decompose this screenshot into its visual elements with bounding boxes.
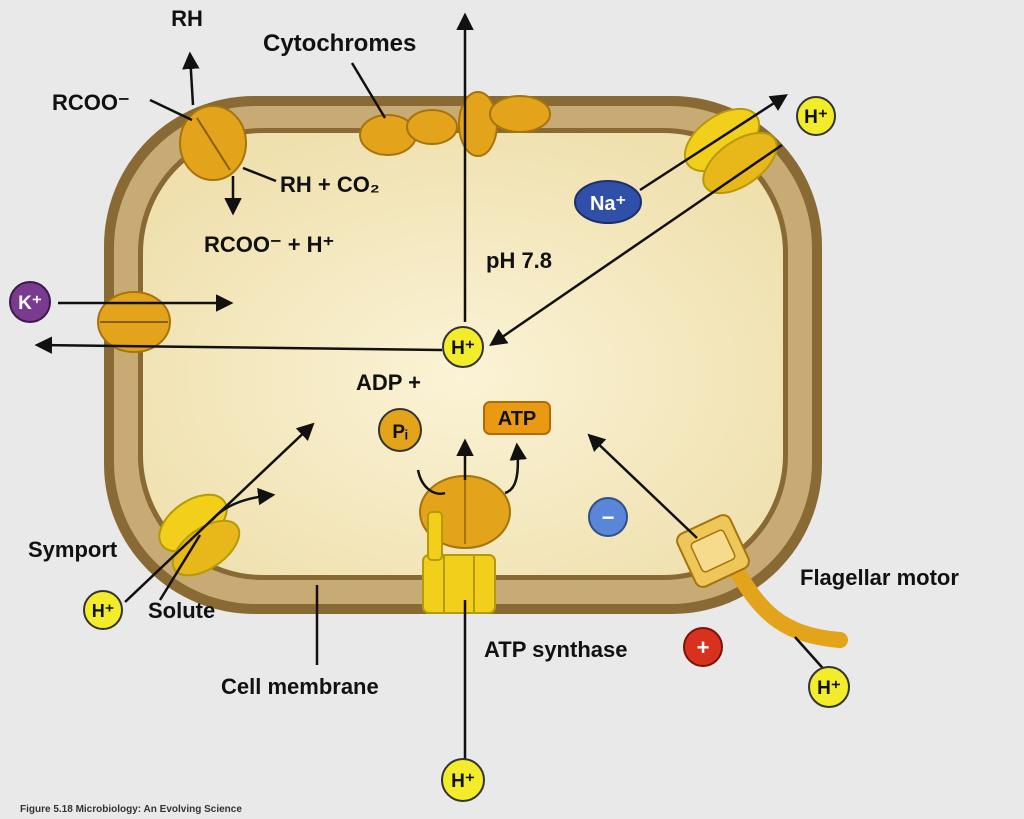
na-ion: Na⁺ (575, 181, 641, 223)
h-ion-bottom: H⁺ (442, 759, 484, 801)
k-ion: K⁺ (10, 282, 50, 322)
rcoo-h-label: RCOO⁻ + H⁺ (204, 232, 334, 257)
h-ion-cytoplasm: H⁺ (443, 327, 483, 367)
figure-caption: Figure 5.18 Microbiology: An Evolving Sc… (20, 804, 242, 815)
svg-text:Pᵢ: Pᵢ (392, 422, 408, 443)
atp-badge: ATP (484, 402, 550, 434)
svg-text:Na⁺: Na⁺ (590, 193, 626, 215)
svg-text:H⁺: H⁺ (451, 771, 475, 792)
svg-text:H⁺: H⁺ (804, 107, 828, 128)
svg-text:H⁺: H⁺ (451, 338, 475, 359)
svg-text:H⁺: H⁺ (92, 601, 115, 621)
rh-label: RH (171, 6, 203, 31)
pi-ion: Pᵢ (379, 409, 421, 451)
rh-co2-label: RH + CO₂ (280, 172, 380, 197)
atp-synthase-label: ATP synthase (484, 637, 627, 662)
ph-label: pH 7.8 (486, 248, 552, 273)
h-ion-symport: H⁺ (84, 591, 122, 629)
cytochromes-label: Cytochromes (263, 30, 416, 57)
svg-text:K⁺: K⁺ (18, 293, 42, 314)
cell-membrane-label: Cell membrane (221, 674, 379, 699)
positive-charge: + (684, 628, 722, 666)
h-ion-top-right: H⁺ (797, 97, 835, 135)
adp-label: ADP + (356, 370, 421, 395)
symport-label: Symport (28, 537, 118, 562)
svg-text:+: + (697, 635, 710, 660)
svg-text:−: − (602, 505, 615, 530)
carboxylate-transporter (180, 106, 246, 180)
svg-text:ATP: ATP (498, 408, 537, 430)
flagellar-motor-label: Flagellar motor (800, 565, 959, 590)
svg-text:H⁺: H⁺ (817, 678, 841, 699)
rcoo-label: RCOO⁻ (52, 90, 130, 115)
solute-label: Solute (148, 598, 215, 623)
potassium-channel (98, 292, 170, 352)
h-ion-flagellar: H⁺ (809, 667, 849, 707)
negative-charge: − (589, 498, 627, 536)
